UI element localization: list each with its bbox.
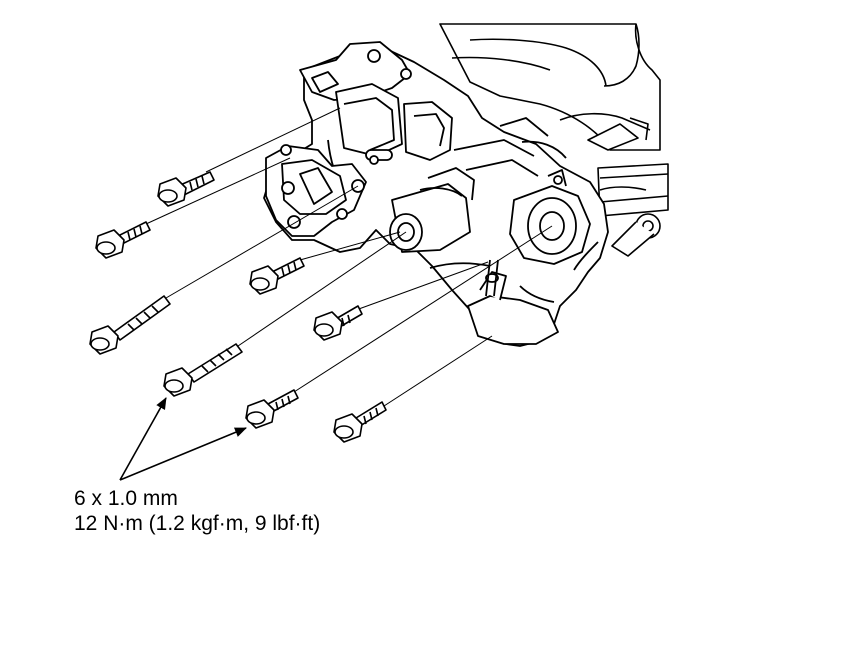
callout-arrows xyxy=(119,397,247,481)
callout-arrow-right xyxy=(119,427,247,481)
bolt-5 xyxy=(163,343,243,397)
right-shaft xyxy=(597,163,669,257)
bolt-torque-label: 12 N·m (1.2 kgf·m, 9 lbf·ft) xyxy=(74,512,321,535)
bolt-spec-callout: 6 x 1.0 mm 12 N·m (1.2 kgf·m, 9 lbf·ft) xyxy=(74,486,320,536)
main-housing xyxy=(263,41,609,347)
bolt-4 xyxy=(249,257,305,295)
bolt-3 xyxy=(89,295,171,355)
bolt-8 xyxy=(333,401,387,443)
bolt-leader-lines xyxy=(145,107,553,407)
callout-arrow-left xyxy=(119,397,167,481)
upper-pipe-assembly xyxy=(439,23,661,151)
bolt-2 xyxy=(95,221,151,259)
bolt-size-label: 6 x 1.0 mm xyxy=(74,487,178,510)
bolt-7 xyxy=(245,389,299,429)
bolt-1 xyxy=(157,171,215,207)
bolt-6 xyxy=(313,305,363,341)
